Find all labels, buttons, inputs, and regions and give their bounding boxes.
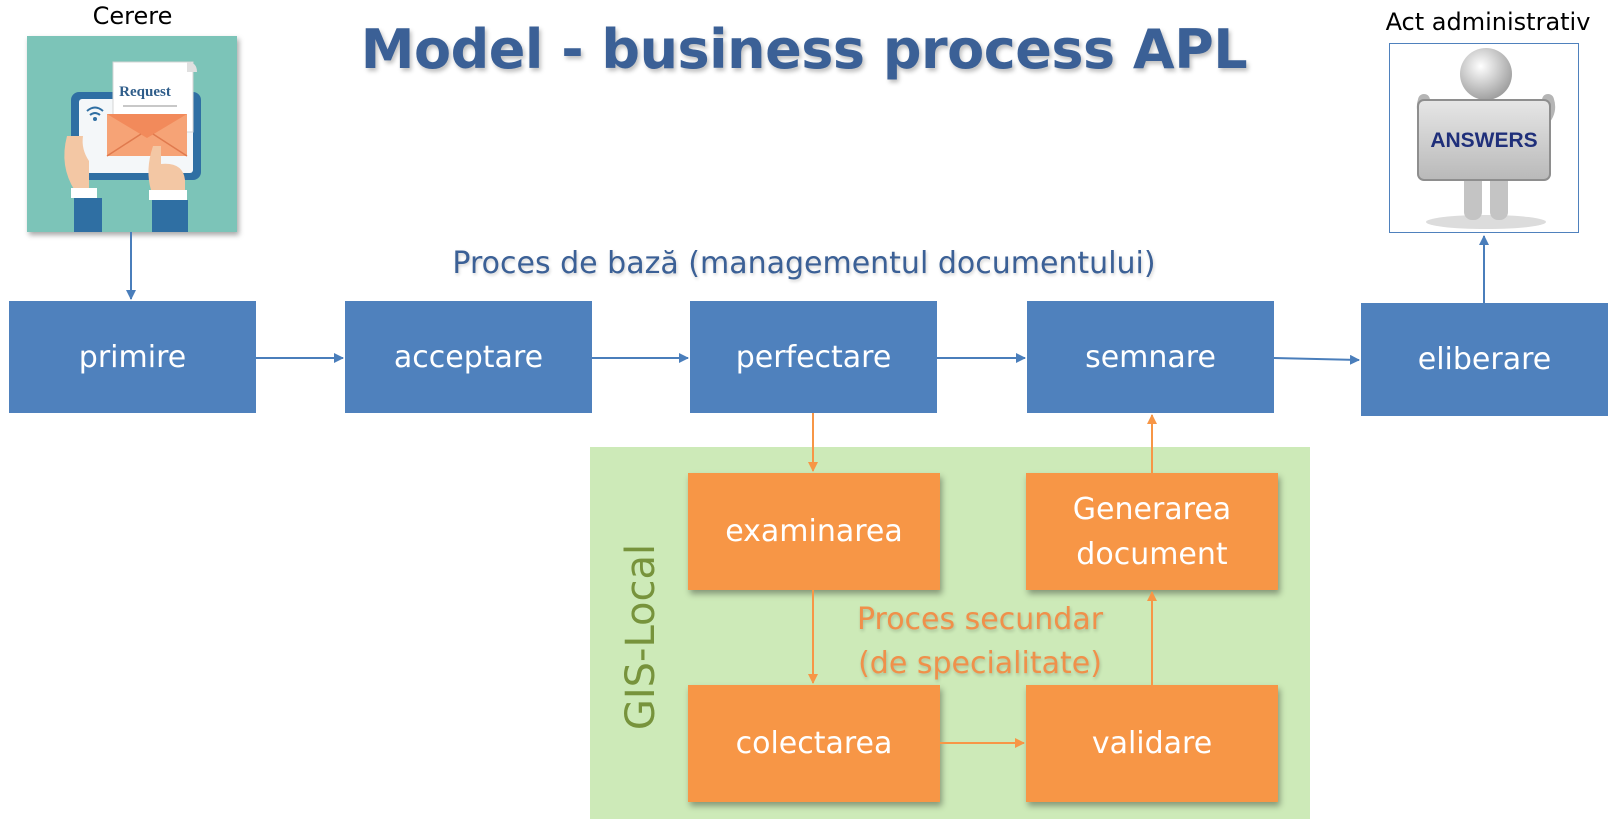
page-title: Model - business process APL — [360, 18, 1248, 81]
step-eliberare: eliberare — [1361, 303, 1608, 416]
request-envelope-icon: Request — [64, 61, 201, 232]
output-label: Act administrativ — [1385, 8, 1591, 36]
step-perfectare: perfectare — [690, 301, 937, 413]
answers-caption: ANSWERS — [1430, 129, 1537, 152]
sub-step-generarea-document: Generarea document — [1026, 473, 1278, 590]
input-label: Cerere — [92, 2, 173, 30]
request-caption: Request — [119, 84, 171, 100]
step-semnare: semnare — [1027, 301, 1274, 413]
sub-step-examinarea: examinarea — [688, 473, 940, 590]
gis-local-label: GIS-Local — [618, 543, 664, 731]
base-process-label: Proces de bază (managementul documentulu… — [452, 246, 1156, 281]
sub-step-validare: validare — [1026, 685, 1278, 802]
arrow-semnare-to-eliberare — [1273, 354, 1360, 365]
request-image: Request — [27, 36, 237, 232]
answers-image: ANSWERS — [1389, 43, 1579, 233]
step-primire: primire — [9, 301, 256, 413]
secondary-process-label: Proces secundar (de specialitate) — [856, 602, 1104, 681]
answers-figure-icon: ANSWERS — [1416, 48, 1556, 229]
sub-step-colectarea: colectarea — [688, 685, 940, 802]
step-acceptare: acceptare — [345, 301, 592, 413]
